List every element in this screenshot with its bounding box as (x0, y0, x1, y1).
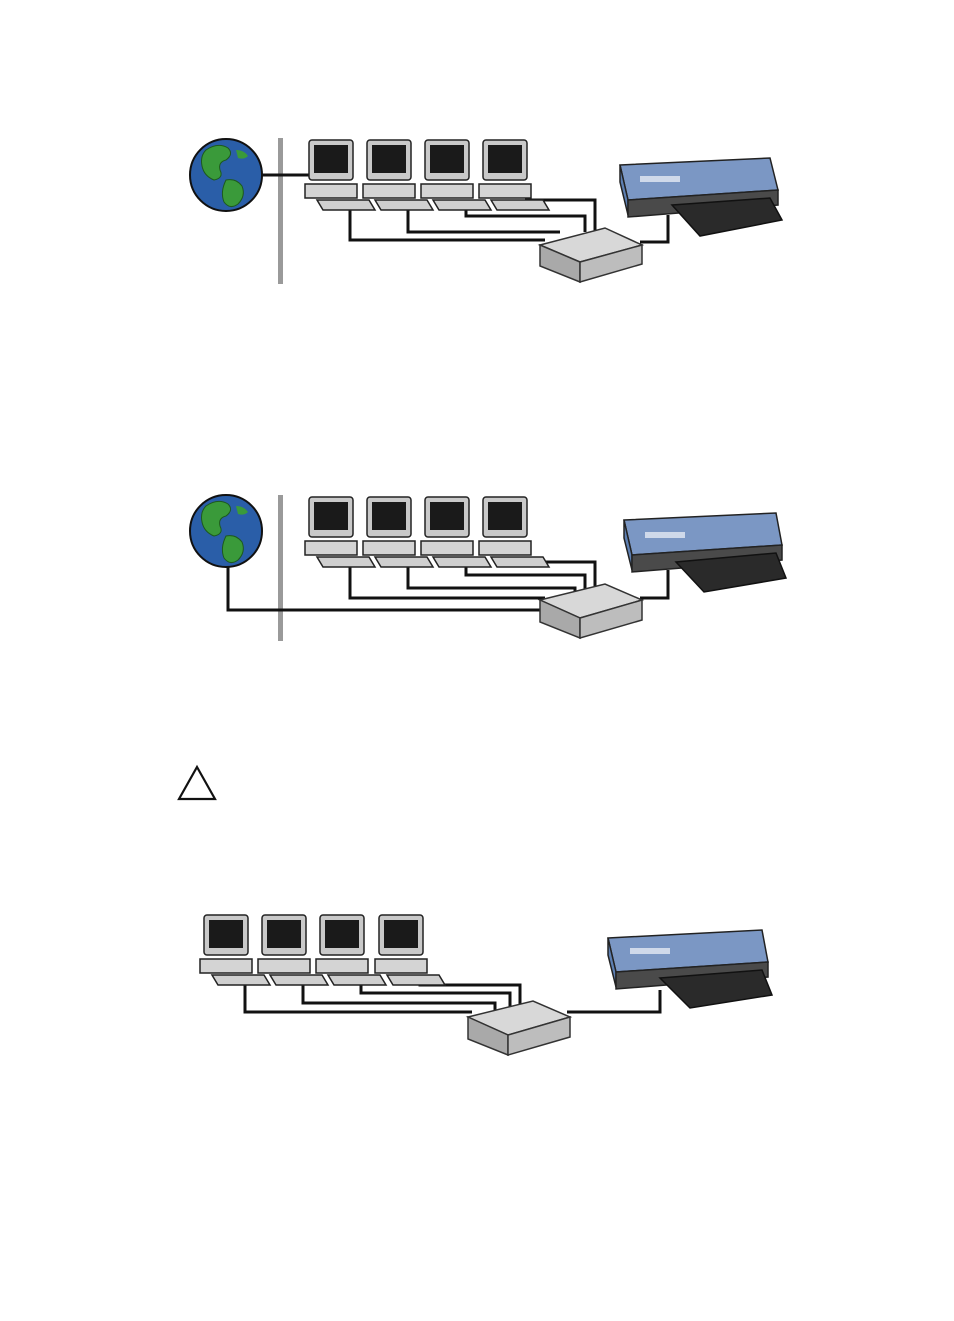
wall-divider (278, 495, 283, 641)
computer-3 (421, 140, 491, 210)
caution-triangle-icon (176, 764, 218, 802)
printer (608, 930, 772, 1008)
printer (624, 513, 786, 592)
network-hub (540, 584, 642, 638)
computer-1 (305, 140, 375, 210)
printer (620, 158, 782, 236)
internet-globe-icon (190, 495, 262, 567)
computer-3 (421, 497, 491, 567)
network-diagram-3 (0, 895, 954, 1070)
network-hub (468, 1001, 570, 1055)
computer-4 (479, 497, 549, 567)
computer-1 (200, 915, 270, 985)
network-hub (540, 228, 642, 282)
network-diagram-2 (0, 480, 954, 660)
computer-3 (316, 915, 386, 985)
computer-2 (363, 140, 433, 210)
computer-4 (375, 915, 445, 985)
computer-1 (305, 497, 375, 567)
network-diagram-1 (0, 120, 954, 300)
wall-divider (278, 138, 283, 284)
computer-2 (363, 497, 433, 567)
computer-2 (258, 915, 328, 985)
computer-4 (479, 140, 549, 210)
internet-globe-icon (190, 139, 262, 211)
